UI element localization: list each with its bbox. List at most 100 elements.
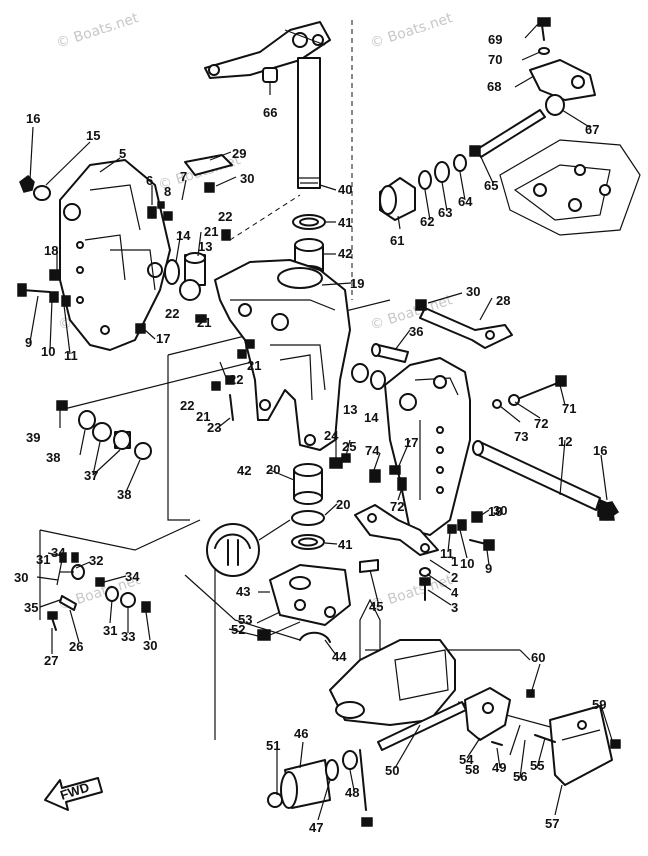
callout: 22 <box>218 209 232 224</box>
cover-57 <box>534 705 621 786</box>
bolts-71-73 <box>492 375 567 409</box>
screws-52-53 <box>257 621 301 641</box>
bushing-14-right <box>370 370 386 390</box>
watermark: © Boats.net <box>54 10 141 52</box>
callout: 38 <box>117 487 131 502</box>
callout: 69 <box>488 32 502 47</box>
callout: 4 <box>451 585 459 600</box>
callout: 42 <box>237 463 251 478</box>
callout: 67 <box>585 122 599 137</box>
callout: 7 <box>180 169 187 184</box>
callout: 8 <box>164 184 171 199</box>
bolt-65 <box>475 109 546 158</box>
callout: 19 <box>350 276 364 291</box>
cylinder-46 <box>267 749 373 827</box>
callout: 55 <box>530 758 544 773</box>
callout: 13 <box>343 402 357 417</box>
callout: 21 <box>197 315 211 330</box>
callout: 63 <box>438 205 452 220</box>
callout: 11 <box>64 348 78 363</box>
detail-inset <box>206 519 291 577</box>
fwd-arrow: FWD <box>44 777 103 811</box>
callout: 17 <box>404 435 418 450</box>
callout: 41 <box>338 215 352 230</box>
bushings-37-38 <box>56 400 152 460</box>
bushing-13-right <box>351 363 369 383</box>
bracket-54-58 <box>464 687 535 746</box>
callout: 47 <box>309 820 323 835</box>
callout: 33 <box>121 629 135 644</box>
callout: 32 <box>89 553 103 568</box>
callout: 34 <box>51 545 66 560</box>
steering-shaft <box>297 57 321 189</box>
callout: 39 <box>26 430 40 445</box>
callout-labels: 1 2 3 4 5 6 7 8 9 9 10 10 11 11 12 13 13… <box>14 32 607 835</box>
callout: 74 <box>365 443 380 458</box>
callout: 56 <box>513 769 527 784</box>
washer-15 <box>33 185 51 201</box>
callout: 52 <box>231 622 245 637</box>
callout: 64 <box>458 194 473 209</box>
callout: 41 <box>338 537 352 552</box>
callout: 30 <box>143 638 157 653</box>
block-43 <box>269 564 351 626</box>
callout: 20 <box>266 462 280 477</box>
callout: 12 <box>558 434 572 449</box>
callout: 66 <box>263 105 277 120</box>
callout: 31 <box>103 623 117 638</box>
callout: 61 <box>390 233 404 248</box>
callout: 30 <box>240 171 254 186</box>
clamp-bracket-left <box>59 159 171 351</box>
rod-28 <box>415 299 513 349</box>
steering-arm <box>204 21 331 79</box>
cap-16-left <box>19 175 35 193</box>
callout: 38 <box>46 450 60 465</box>
callout: 10 <box>41 344 55 359</box>
callout: 57 <box>545 816 559 831</box>
bolts-right <box>447 511 495 551</box>
bushing-42-lower <box>293 463 323 505</box>
callout: 9 <box>25 335 32 350</box>
callout: 53 <box>238 612 252 627</box>
callout: 22 <box>180 398 194 413</box>
callout: 37 <box>84 468 98 483</box>
callout: 65 <box>484 178 498 193</box>
callout: 46 <box>294 726 308 741</box>
callout: 72 <box>390 499 404 514</box>
callout: 6 <box>146 173 153 188</box>
callout: 62 <box>420 214 434 229</box>
callout: 59 <box>592 697 606 712</box>
callout: 34 <box>125 569 140 584</box>
callout: 58 <box>465 762 479 777</box>
callout: 71 <box>562 401 576 416</box>
callout: 42 <box>338 246 352 261</box>
callout: 35 <box>24 600 38 615</box>
callout: 60 <box>531 650 545 665</box>
callout: 21 <box>247 358 261 373</box>
callout: 70 <box>488 52 502 67</box>
callout: 21 <box>196 409 210 424</box>
callout: 30 <box>493 503 507 518</box>
callout: 18 <box>44 243 58 258</box>
lower-housing <box>329 598 456 726</box>
callout: 49 <box>492 760 506 775</box>
callout: 68 <box>487 79 501 94</box>
tube-36 <box>371 343 409 363</box>
pin-45 <box>359 559 379 573</box>
callout: 22 <box>229 372 243 387</box>
callout: 27 <box>44 653 58 668</box>
swivel-bracket <box>214 259 351 451</box>
callout: 51 <box>266 738 280 753</box>
callout: 21 <box>204 224 218 239</box>
callout: 15 <box>86 128 100 143</box>
fasteners-center <box>195 314 255 421</box>
parts-67-70 <box>529 17 596 116</box>
callout: 17 <box>156 331 170 346</box>
callout: 20 <box>336 497 350 512</box>
callout: 5 <box>119 146 126 161</box>
collar-13-14-left <box>164 252 206 301</box>
callout: 29 <box>232 146 246 161</box>
callout: 24 <box>324 428 339 443</box>
callout: 44 <box>332 649 347 664</box>
